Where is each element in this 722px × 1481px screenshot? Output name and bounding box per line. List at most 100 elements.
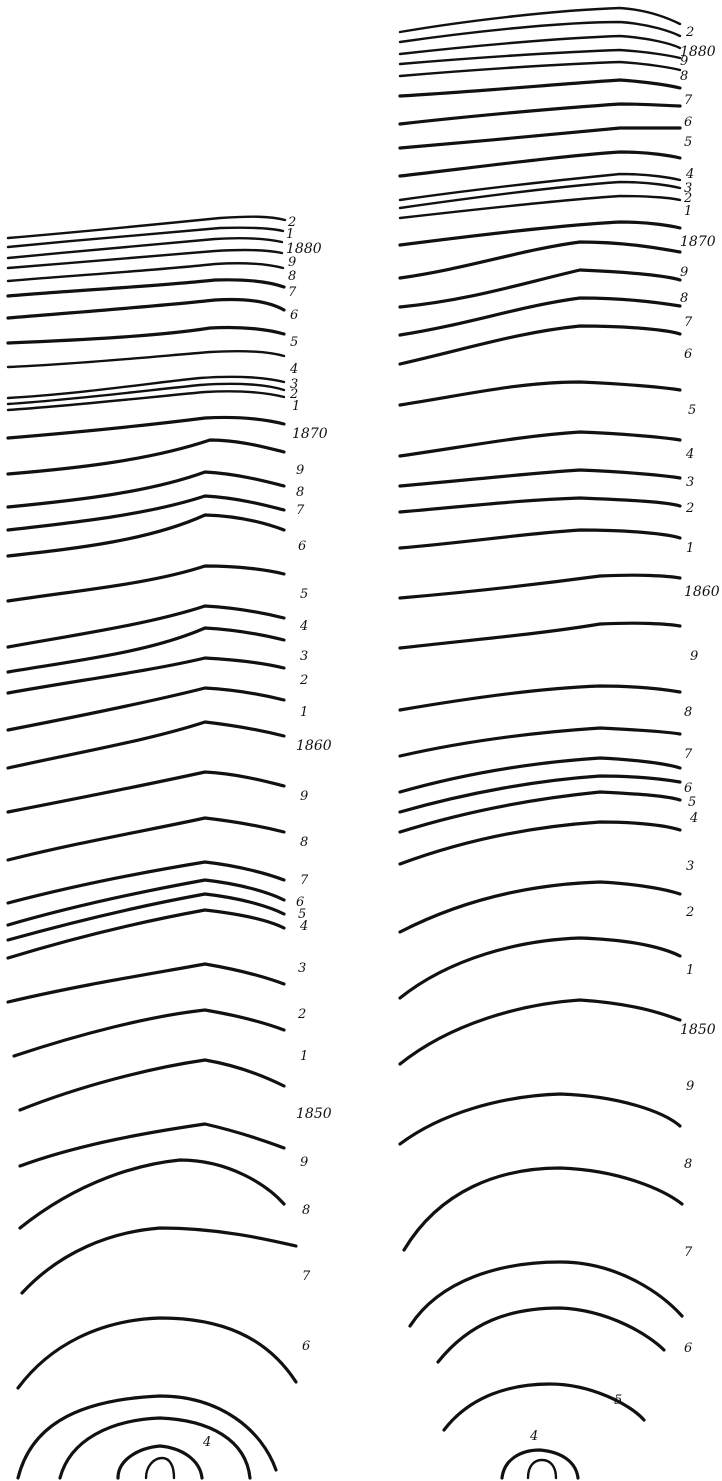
left-ring-line: [8, 964, 284, 1002]
right-ring-line: [400, 575, 680, 598]
left-year-label: 8: [288, 269, 296, 284]
right-ring-line: [400, 623, 680, 648]
right-year-label: 3: [686, 475, 694, 490]
left-year-label: 7: [288, 285, 297, 300]
right-ring-line: [400, 1000, 680, 1064]
left-ring-line: [18, 1396, 276, 1478]
left-ring-line: [18, 1318, 296, 1388]
left-year-label: 7: [300, 873, 309, 888]
left-ring-line: [8, 862, 284, 903]
right-ring-line: [400, 222, 680, 245]
left-year-label: 5: [290, 335, 298, 350]
left-year-label: 1860: [296, 738, 332, 754]
left-ring-line: [8, 515, 284, 556]
right-year-label: 4: [685, 447, 694, 462]
left-ring-section: [8, 217, 296, 1478]
right-ring-line: [400, 822, 680, 864]
right-year-label: 6: [684, 347, 692, 362]
left-year-label: 4: [299, 919, 308, 934]
left-year-label: 2: [299, 673, 308, 688]
left-year-label: 1870: [292, 426, 328, 442]
right-ring-line: [400, 432, 680, 456]
left-year-label: 3: [300, 649, 308, 664]
left-year-label: 4: [299, 619, 308, 634]
right-year-labels: 2188098765432118709876543211860987654321…: [529, 25, 720, 1444]
right-ring-line: [400, 80, 680, 96]
right-year-label: 9: [680, 54, 688, 69]
left-ring-line: [8, 280, 284, 296]
right-ring-line: [400, 196, 680, 218]
left-ring-line: [8, 250, 282, 268]
left-ring-line: [8, 299, 284, 318]
left-year-label: 5: [300, 587, 308, 602]
right-year-label: 1: [686, 541, 694, 556]
right-ring-line: [404, 1168, 682, 1250]
left-year-label: 8: [302, 1203, 310, 1218]
left-year-label: 1: [292, 399, 300, 414]
right-year-label: 1860: [684, 584, 720, 600]
right-ring-line: [438, 1308, 664, 1362]
right-year-label: 6: [684, 1341, 692, 1356]
right-ring-line: [400, 62, 680, 76]
right-year-label: 5: [614, 1393, 622, 1408]
right-ring-line: [400, 50, 680, 64]
right-year-label: 1: [684, 204, 692, 219]
right-year-label: 9: [680, 265, 688, 280]
left-year-label: 2: [297, 1007, 306, 1022]
right-ring-line: [400, 1094, 680, 1144]
left-ring-line: [8, 327, 284, 343]
left-ring-line: [8, 238, 282, 258]
left-ring-line: [8, 351, 284, 367]
right-year-label: 4: [685, 167, 694, 182]
left-ring-line: [8, 440, 284, 474]
left-year-label: 9: [300, 1155, 308, 1170]
left-year-label: 7: [302, 1269, 311, 1284]
right-year-label: 5: [688, 795, 696, 810]
left-year-label: 4: [289, 362, 298, 377]
right-year-label: 8: [680, 69, 688, 84]
right-ring-line: [400, 758, 680, 792]
right-ring-line: [410, 1262, 682, 1326]
right-year-label: 6: [684, 115, 692, 130]
right-year-label: 2: [685, 905, 694, 920]
left-year-labels: 2118809876543211870987654321186098765432…: [202, 215, 332, 1450]
right-ring-line: [400, 326, 680, 364]
right-year-label: 8: [684, 705, 692, 720]
left-ring-line: [8, 417, 284, 438]
left-year-label: 8: [296, 485, 304, 500]
right-year-label: 1870: [680, 234, 716, 250]
right-ring-line: [400, 938, 680, 998]
left-year-label: 8: [300, 835, 308, 850]
left-year-label: 9: [288, 255, 296, 270]
left-year-label: 1: [286, 227, 294, 242]
left-year-label: 6: [302, 1339, 310, 1354]
left-year-label: 6: [290, 308, 298, 323]
left-year-label: 9: [296, 463, 304, 478]
left-ring-line: [8, 880, 284, 925]
left-ring-line: [14, 1010, 284, 1056]
left-year-label: 1: [300, 1049, 308, 1064]
left-ring-line: [8, 566, 284, 601]
right-ring-line: [400, 128, 680, 148]
left-ring-line: [8, 910, 284, 958]
left-ring-line: [20, 1124, 284, 1166]
right-year-label: 1: [686, 963, 694, 978]
right-year-label: 9: [690, 649, 698, 664]
left-ring-line: [8, 377, 284, 398]
left-pith: [146, 1458, 174, 1478]
right-ring-line: [400, 792, 680, 832]
right-ring-line: [400, 104, 680, 124]
right-year-label: 3: [686, 859, 694, 874]
right-year-label: 5: [684, 135, 692, 150]
left-ring-line: [8, 606, 284, 647]
left-year-label: 4: [202, 1435, 211, 1450]
left-year-label: 1: [300, 705, 308, 720]
right-year-label: 2: [685, 501, 694, 516]
right-pith: [528, 1460, 556, 1478]
right-year-label: 8: [680, 291, 688, 306]
right-ring-line: [400, 152, 680, 176]
left-year-label: 7: [296, 503, 305, 518]
right-year-label: 7: [684, 1245, 693, 1260]
left-year-label: 3: [298, 961, 306, 976]
